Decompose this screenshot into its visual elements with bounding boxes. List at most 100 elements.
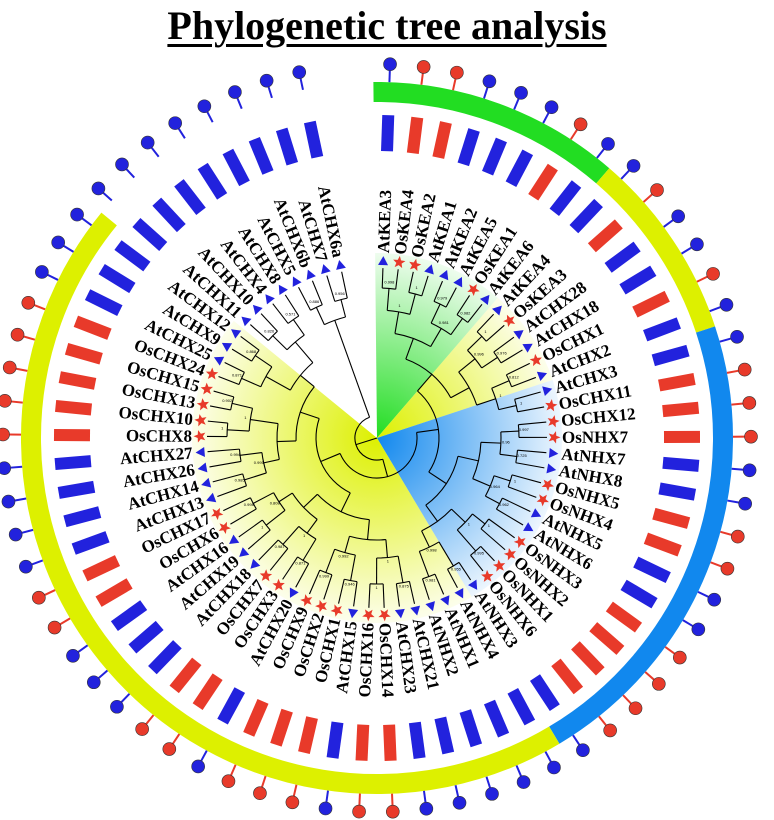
branch-arc xyxy=(517,424,520,438)
lollipop-head-atchx14 xyxy=(8,527,23,542)
lollipop-stem xyxy=(596,147,606,159)
branch-line xyxy=(499,453,517,458)
branch-line xyxy=(394,311,400,334)
lollipop-head-atkea5 xyxy=(544,100,559,115)
triangle-marker xyxy=(454,588,464,599)
triangle-marker xyxy=(229,534,240,544)
lollipop-stem xyxy=(358,793,361,806)
branch-line xyxy=(507,486,537,498)
domain-bar-atchx16 xyxy=(110,600,148,631)
lollipop-head-oschx10 xyxy=(0,394,12,408)
marker-oschx12 xyxy=(547,415,560,428)
branch-line xyxy=(500,349,523,364)
triangle-marker xyxy=(410,605,421,616)
star-marker xyxy=(259,569,273,582)
lollipop-stem xyxy=(709,305,722,313)
domain-bar-atchx9 xyxy=(98,264,136,294)
branch-line xyxy=(450,318,463,336)
lollipop-head-atchx9 xyxy=(51,235,65,250)
marker-atkea5 xyxy=(453,277,463,288)
branch-line xyxy=(481,356,498,369)
branch-line xyxy=(252,492,274,504)
branch-line xyxy=(265,509,286,526)
marker-oschx15 xyxy=(200,382,213,395)
star-marker xyxy=(529,353,542,367)
star-marker xyxy=(467,284,480,297)
domain-bar-atchx5 xyxy=(222,148,250,187)
branch-line xyxy=(493,336,515,353)
bootstrap-label: 0.995 xyxy=(474,551,485,556)
marker-atchx26 xyxy=(197,462,208,473)
lollipop-stem xyxy=(59,617,71,626)
domain-bar-oskea3 xyxy=(587,219,623,253)
marker-oskea1 xyxy=(467,284,480,297)
lollipop-head-atchx6a xyxy=(292,65,307,79)
marker-oschx7 xyxy=(259,569,273,582)
bootstrap-label: 0.976 xyxy=(497,351,508,356)
triangle-marker xyxy=(241,316,252,327)
branch-line xyxy=(480,441,501,444)
lollipop-head-oschx15 xyxy=(10,327,25,342)
leaf-label-osnhx7: OsNHX7 xyxy=(562,428,629,447)
branch-line xyxy=(430,303,441,324)
star-marker xyxy=(548,431,561,444)
branch-line xyxy=(341,271,348,299)
clade-ring-kea xyxy=(373,82,610,184)
bootstrap-label: 0.998 xyxy=(384,280,395,285)
marker-osnhx6 xyxy=(481,569,494,582)
bootstrap-label: 1 xyxy=(221,426,224,431)
lollipop-head-atnhx5 xyxy=(707,592,722,607)
marker-atchx11 xyxy=(241,316,252,327)
branch-line xyxy=(269,548,289,571)
domain-bar-atkea2 xyxy=(482,137,507,176)
branch-line xyxy=(212,473,243,483)
marker-atkea4 xyxy=(492,305,502,316)
branch-line xyxy=(433,280,443,302)
marker-oschx14 xyxy=(378,609,391,622)
lollipop-head-atnhx1 xyxy=(516,775,531,789)
lollipop-stem xyxy=(120,693,131,704)
lollipop-head-atchx5 xyxy=(197,99,212,114)
marker-oschx10 xyxy=(194,414,207,427)
triangle-marker xyxy=(513,330,524,340)
branch-line xyxy=(476,313,495,333)
lollipop-head-atchx26 xyxy=(1,494,16,509)
lollipop-stem xyxy=(81,217,93,227)
branch-line xyxy=(244,472,267,481)
branch-line xyxy=(438,541,454,567)
domain-bar-atchx20 xyxy=(217,687,246,725)
marker-atchx19 xyxy=(239,547,250,557)
lollipop-stem xyxy=(682,619,694,628)
marker-atchx2 xyxy=(536,371,548,382)
bootstrap-label: 0.981 xyxy=(439,320,450,325)
star-marker xyxy=(330,604,343,617)
clade-shading-chx xyxy=(377,297,553,438)
species-markers xyxy=(193,255,561,622)
triangle-marker xyxy=(289,587,299,598)
lollipop-head-atkea6 xyxy=(601,137,615,151)
marker-atchx9 xyxy=(221,342,233,352)
branch-line xyxy=(386,288,390,311)
marker-oschx13 xyxy=(196,398,210,411)
branch-line xyxy=(428,471,447,485)
branch-line xyxy=(500,430,519,433)
branch-line xyxy=(515,462,545,469)
marker-atchx4 xyxy=(265,294,275,305)
lollipop-head-atchx18 xyxy=(690,237,704,252)
lollipop-stem xyxy=(391,793,394,806)
marker-oschx3 xyxy=(272,578,285,591)
lollipop-head-oschx1 xyxy=(285,795,300,810)
triangle-marker xyxy=(306,269,316,280)
star-marker xyxy=(393,255,406,269)
lollipop-head-atchx21 xyxy=(452,795,467,810)
domain-bar-oschx24 xyxy=(73,315,112,340)
lollipop-head-atchx27 xyxy=(0,461,12,475)
triangle-marker xyxy=(336,259,346,270)
bootstrap-label: 0.982 xyxy=(460,310,471,315)
branch-line xyxy=(295,563,310,588)
branch-line xyxy=(395,269,399,290)
lollipop-head-osnhx6 xyxy=(603,723,617,738)
bootstrap-label: 1 xyxy=(514,478,517,483)
domain-bar-osnhx2 xyxy=(589,622,625,655)
lollipop-head-oschx2 xyxy=(253,786,267,801)
